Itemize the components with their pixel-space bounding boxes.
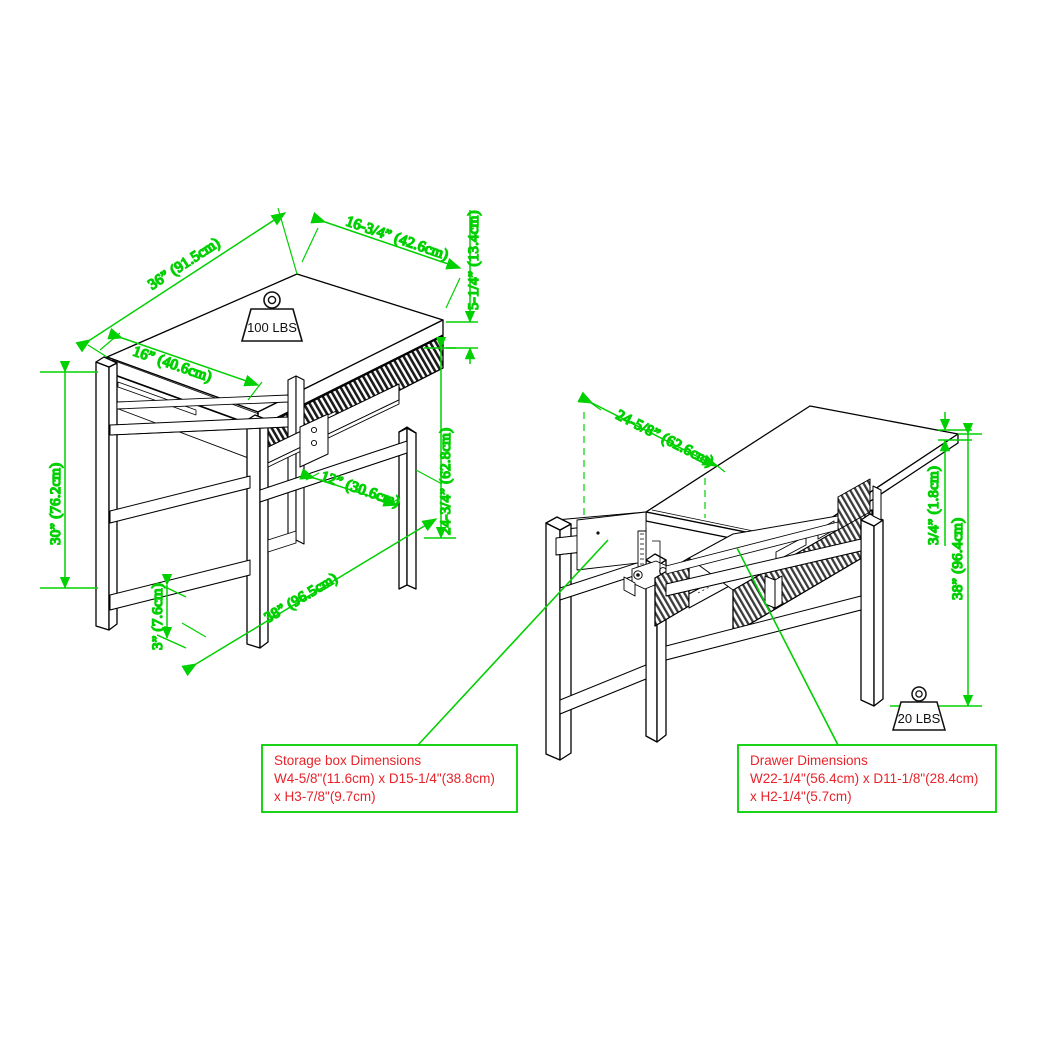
dim-shelf-12 xyxy=(299,468,401,507)
leg-front-left xyxy=(95,356,118,631)
center-support-post xyxy=(764,575,783,609)
dim-label-2475: 24-3/4” (62.8cm) xyxy=(438,428,454,535)
dim-height-30 xyxy=(40,360,98,589)
leg-right-front xyxy=(860,513,884,707)
storage-box-callout-title: Storage box Dimensions xyxy=(274,753,421,768)
dim-base-38 xyxy=(181,469,443,677)
leader-drawer xyxy=(736,547,839,746)
storage-box-callout-line3: x H3-7/8"(9.7cm) xyxy=(274,789,376,804)
storage-box-callout-line2: W4-5/8"(11.6cm) x D15-1/4"(38.8cm) xyxy=(274,771,495,786)
weight-badge-20lbs: 20 LBS xyxy=(892,686,946,731)
stretcher-mid-left-lower xyxy=(109,475,251,524)
fluted-column-right xyxy=(837,478,871,531)
rear-rail-right xyxy=(665,521,839,575)
extended-desk-view xyxy=(545,405,959,761)
leader-storage-box xyxy=(417,539,609,746)
weight-badge-100lbs: 100 LBS xyxy=(240,291,304,342)
leg-right-rear xyxy=(872,485,882,521)
drawer-callout-title: Drawer Dimensions xyxy=(750,753,868,768)
dim-depth-16 xyxy=(99,327,263,401)
dim-extension-2458 xyxy=(577,391,726,518)
dim-label-30: 30” (76.2cm) xyxy=(48,463,64,545)
weight-badge-20lbs-label: 20 LBS xyxy=(898,711,941,726)
stretcher-right-lower xyxy=(665,595,862,661)
dim-label-34: 3/4” (1.8cm) xyxy=(926,466,942,545)
dim-label-525: 5-1/4” (13.4cm) xyxy=(466,210,482,310)
weight-badge-100lbs-label: 100 LBS xyxy=(247,320,297,335)
dim-thickness-34 xyxy=(938,412,972,546)
stretcher-rear-upper xyxy=(116,394,289,410)
dim-foot-3 xyxy=(156,573,187,649)
dim-label-ext38: 38” (96.4cm) xyxy=(950,518,966,600)
dim-width-36 xyxy=(75,207,298,358)
drawer-callout: Drawer Dimensions W22-1/4"(56.4cm) x D11… xyxy=(737,744,997,813)
stretcher-mid-left xyxy=(109,416,289,436)
dim-label-3: 3” (7.6cm) xyxy=(150,583,166,650)
bracket-plate xyxy=(299,413,329,468)
drawer-callout-line3: x H2-1/4"(5.7cm) xyxy=(750,789,852,804)
dim-depth-1675 xyxy=(301,211,462,309)
drawer-callout-line2: W22-1/4"(56.4cm) x D11-1/8"(28.4cm) xyxy=(750,771,978,786)
storage-box-callout: Storage box Dimensions W4-5/8"(11.6cm) x… xyxy=(261,744,518,813)
callout-leaders xyxy=(417,539,839,746)
frame-left-stretcher-bottom xyxy=(559,664,647,715)
stretcher-right-mid xyxy=(665,538,862,597)
